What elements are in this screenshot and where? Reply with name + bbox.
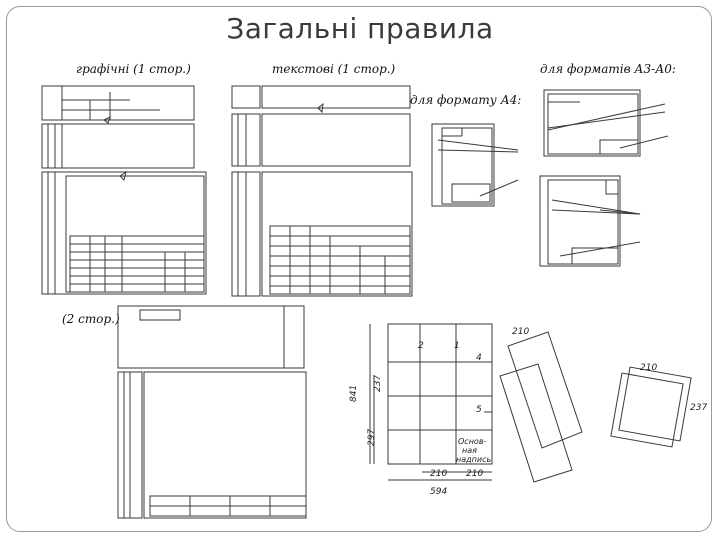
callout-2: 2 bbox=[418, 341, 424, 351]
sheet-second-page bbox=[117, 305, 307, 519]
dim-297: 297 bbox=[367, 429, 377, 446]
dim-210-top: 210 bbox=[512, 327, 529, 337]
stamp-line-1: Основ- bbox=[458, 437, 487, 446]
a3-a0-format-sheets bbox=[539, 89, 669, 267]
graphic-sheet-first-page bbox=[41, 85, 207, 295]
label-format-a4: для формату А4: bbox=[410, 93, 522, 107]
dim-210-right: 210 bbox=[640, 363, 657, 373]
dim-841: 841 bbox=[349, 385, 359, 402]
callout-5: 5 bbox=[476, 405, 482, 415]
slide-frame bbox=[6, 6, 712, 532]
callout-1: 1 bbox=[454, 341, 460, 351]
label-text-first-page: текстові (1 стор.) bbox=[272, 62, 396, 76]
label-second-page: (2 стор.) bbox=[62, 312, 120, 326]
dim-210-bottom-2: 210 bbox=[466, 469, 483, 479]
dim-594: 594 bbox=[430, 487, 447, 497]
a4-format-sheet bbox=[431, 123, 519, 207]
dim-210-bottom: 210 bbox=[430, 469, 447, 479]
dim-237-side: 237 bbox=[373, 375, 383, 392]
label-graphic-first-page: графічні (1 стор.) bbox=[76, 62, 191, 76]
label-format-a3-a0: для форматів А3-А0: bbox=[540, 62, 676, 76]
callout-4: 4 bbox=[476, 353, 482, 363]
dim-237-lower: 237 bbox=[690, 403, 707, 413]
text-sheet-first-page bbox=[231, 85, 413, 297]
folding-scheme: 4 5 2 1 841 237 297 210 210 594 Основ- н… bbox=[349, 323, 707, 497]
stamp-line-3: надпись bbox=[456, 455, 491, 464]
slide-title: Загальні правила bbox=[226, 12, 494, 45]
stamp-line-2: ная bbox=[462, 446, 477, 455]
